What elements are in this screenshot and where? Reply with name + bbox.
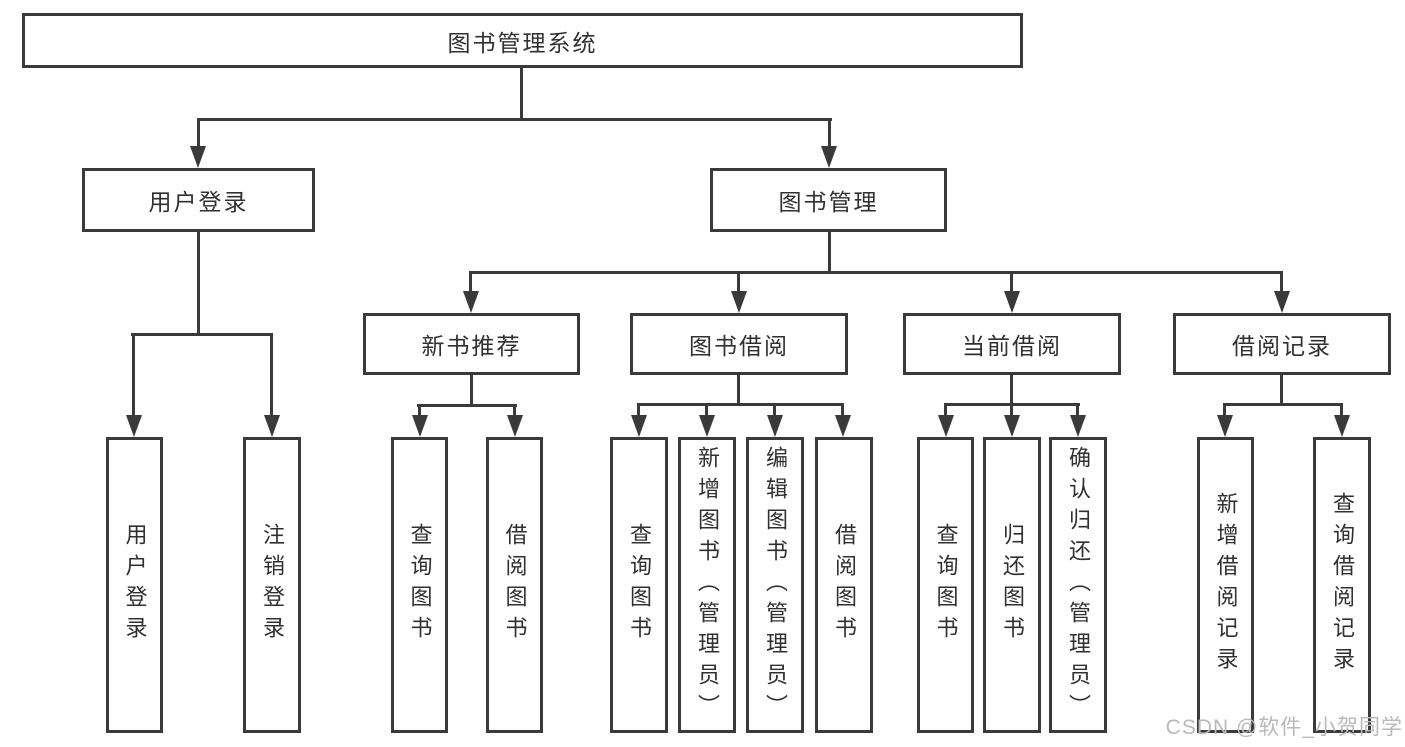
connector-arrow-shaft [1223, 403, 1226, 417]
node-new-books: 新书推荐 [363, 313, 580, 375]
connector-current-borrow-drop [1010, 373, 1013, 406]
arrowhead-book-mgmt [821, 146, 837, 168]
node-book-mgmt-label: 图书管理 [778, 189, 879, 215]
connector-arrow-shaft [1010, 403, 1013, 417]
node-user-login: 用户登录 [82, 168, 315, 232]
connector-book-borrow-rail [637, 403, 844, 406]
connector-arrow-shaft [737, 271, 740, 293]
arrowhead-nb-borrow [507, 415, 523, 437]
node-root: 图书管理系统 [22, 13, 1023, 68]
node-new-books-label: 新书推荐 [421, 333, 522, 359]
leaf-rec-query: 查询借阅记录 [1313, 437, 1371, 733]
arrowhead-cb-confirm [1070, 415, 1086, 437]
connector-arrow-shaft [197, 118, 200, 150]
node-book-borrow: 图书借阅 [630, 313, 848, 375]
arrowhead-cb-return [1004, 415, 1020, 437]
arrowhead-current-borrow [1004, 291, 1020, 313]
arrowhead-new-books [463, 291, 479, 313]
connector-new-books-rail [417, 404, 517, 407]
connector-level3-rail [469, 271, 1283, 274]
leaf-cb-query: 查询图书 [917, 437, 974, 733]
connector-arrow-shaft [132, 333, 135, 417]
connector-book-borrow-drop [737, 373, 740, 406]
arrowhead-bb-borrow [835, 415, 851, 437]
connector-arrow-shaft [469, 271, 472, 293]
arrowhead-book-borrow [731, 291, 747, 313]
csdn-watermark: CSDN @软件_小贺同学 [1165, 716, 1403, 739]
connector-arrow-shaft [1010, 271, 1013, 293]
connector-arrow-shaft [705, 403, 708, 417]
leaf-logout: 注销登录 [243, 437, 301, 733]
connector-user-login-drop [197, 230, 200, 336]
node-current-borrow: 当前借阅 [903, 313, 1121, 375]
node-borrow-records: 借阅记录 [1173, 313, 1391, 375]
leaf-bb-query: 查询图书 [610, 437, 668, 733]
leaf-rec-add: 新增借阅记录 [1197, 437, 1254, 733]
arrowhead-rec-query [1334, 415, 1350, 437]
leaf-user-login: 用户登录 [106, 437, 163, 733]
leaf-cb-return: 归还图书 [983, 437, 1041, 733]
arrowhead-cb-query [938, 415, 954, 437]
arrowhead-nb-query [412, 415, 428, 437]
connector-arrow-shaft [270, 333, 273, 417]
node-book-borrow-label: 图书借阅 [689, 333, 789, 359]
node-user-login-label: 用户登录 [148, 189, 249, 215]
node-book-mgmt: 图书管理 [710, 168, 947, 232]
node-root-label: 图书管理系统 [447, 29, 598, 56]
leaf-bb-add: 新增图书（管理员） [678, 437, 736, 733]
connector-book-mgmt-drop [828, 230, 831, 274]
connector-new-books-drop [470, 373, 473, 407]
arrowhead-bb-query [631, 415, 647, 437]
connector-arrow-shaft [944, 403, 947, 417]
node-current-borrow-label: 当前借阅 [962, 333, 1062, 359]
arrowhead-leaf-user-login [126, 415, 142, 437]
leaf-bb-borrow: 借阅图书 [815, 437, 873, 733]
arrowhead-user-login [190, 146, 206, 168]
arrowhead-bb-add [699, 415, 715, 437]
connector-root-drop [520, 66, 523, 118]
connector-arrow-shaft [637, 403, 640, 417]
connector-arrow-shaft [1280, 271, 1283, 293]
connector-arrow-shaft [1340, 403, 1343, 417]
connector-arrow-shaft [841, 403, 844, 417]
connector-arrow-shaft [513, 404, 516, 418]
connector-arrow-shaft [418, 404, 421, 418]
connector-borrow-records-rail [1223, 403, 1343, 406]
arrowhead-borrow-records [1274, 291, 1290, 313]
connector-arrow-shaft [773, 403, 776, 417]
arrowhead-rec-add [1217, 415, 1233, 437]
connector-user-login-rail [131, 333, 273, 336]
leaf-bb-edit: 编辑图书（管理员） [746, 437, 804, 733]
node-borrow-records-label: 借阅记录 [1232, 333, 1332, 359]
leaf-cb-confirm: 确认归还（管理员） [1049, 437, 1107, 733]
connector-arrow-shaft [828, 118, 831, 150]
arrowhead-bb-edit [767, 415, 783, 437]
leaf-nb-borrow: 借阅图书 [486, 437, 543, 733]
leaf-nb-query: 查询图书 [391, 437, 448, 733]
arrowhead-leaf-logout [264, 415, 280, 437]
connector-level1-rail [197, 118, 832, 121]
connector-arrow-shaft [1076, 403, 1079, 417]
connector-borrow-records-drop [1280, 373, 1283, 406]
